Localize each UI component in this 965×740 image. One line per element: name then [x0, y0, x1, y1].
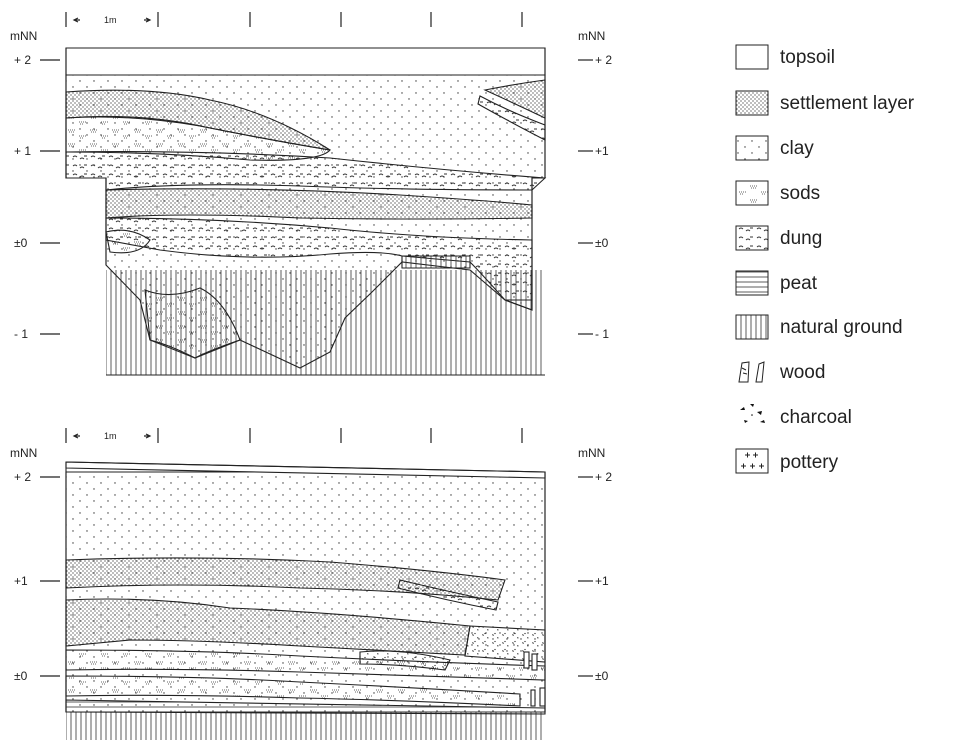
- elev-bottom-left-p2: + 2: [14, 470, 31, 484]
- layer-sods-bottom-2: [65, 675, 521, 707]
- legend: topsoil settlement layer clay sods dung …: [735, 44, 915, 474]
- scale-bar-bottom: [65, 428, 523, 443]
- legend-label-pottery: pottery: [780, 452, 839, 473]
- elev-top-left-p2: + 2: [14, 53, 31, 67]
- elev-bottom-right-0: ±0: [595, 669, 609, 683]
- scale-bar-label-top: 1m: [104, 15, 117, 25]
- legend-label-wood: wood: [779, 362, 825, 383]
- legend-swatch-sods: [735, 180, 769, 206]
- elev-top-right-p2: + 2: [595, 53, 612, 67]
- layer-peat-top: [401, 255, 471, 269]
- legend-swatch-topsoil: [735, 44, 769, 70]
- profile-top: [65, 47, 547, 376]
- unit-label-top-left: mNN: [10, 29, 37, 43]
- elev-bottom-right-p1: +1: [595, 574, 609, 588]
- layer-dung-bottom: [397, 579, 499, 611]
- layer-sods-top-2: [144, 287, 241, 359]
- legend-swatch-peat: [735, 270, 769, 296]
- legend-label-clay: clay: [780, 138, 814, 159]
- layer-settlement-bottom-1: [65, 557, 506, 601]
- legend-swatch-settlement: [735, 90, 769, 116]
- scale-bar-label-bottom: 1m: [104, 431, 117, 441]
- unit-label-bottom-right: mNN: [578, 446, 605, 460]
- layer-sods-top-3: [105, 229, 151, 254]
- unit-label-bottom-left: mNN: [10, 446, 37, 460]
- legend-label-sods: sods: [780, 183, 820, 204]
- legend-swatch-charcoal: [740, 404, 765, 423]
- legend-label-settlement: settlement layer: [780, 93, 915, 114]
- legend-label-natural: natural ground: [780, 317, 903, 338]
- elev-bottom-left-p1: +1: [14, 574, 28, 588]
- legend-swatch-dung: [735, 225, 769, 251]
- elev-bottom-left-0: ±0: [14, 669, 28, 683]
- elev-top-left-m1: - 1: [14, 327, 28, 341]
- legend-label-topsoil: topsoil: [780, 47, 835, 68]
- legend-swatch-clay: [735, 135, 769, 161]
- layer-topsoil-top: [65, 47, 546, 76]
- elev-top-left-p1: + 1: [14, 144, 31, 158]
- layer-natural-bottom: [66, 712, 545, 740]
- legend-swatch-pottery: [735, 448, 769, 474]
- section-bottom: 1m mNN mNN + 2 +1 ±0 + 2 +1 ±0: [10, 428, 612, 740]
- legend-label-charcoal: charcoal: [780, 407, 852, 428]
- elev-top-right-m1: - 1: [595, 327, 609, 341]
- unit-label-top-right: mNN: [578, 29, 605, 43]
- legend-label-dung: dung: [780, 228, 822, 249]
- legend-swatch-wood: [738, 361, 765, 383]
- layer-charcoal-center: [359, 650, 451, 671]
- profile-bottom: [65, 461, 546, 740]
- legend-swatch-natural: [735, 314, 769, 340]
- elev-top-right-p1: +1: [595, 144, 609, 158]
- elev-top-right-0: ±0: [595, 236, 609, 250]
- elev-bottom-right-p2: + 2: [595, 470, 612, 484]
- layer-dung-top-2: [105, 217, 533, 301]
- legend-label-peat: peat: [780, 273, 818, 294]
- elev-top-left-0: ±0: [14, 236, 28, 250]
- section-top: 1m mNN mNN + 2 + 1 ±0 - 1 + 2 +1 ±0 - 1: [10, 12, 612, 376]
- scale-bar-top: [65, 12, 523, 27]
